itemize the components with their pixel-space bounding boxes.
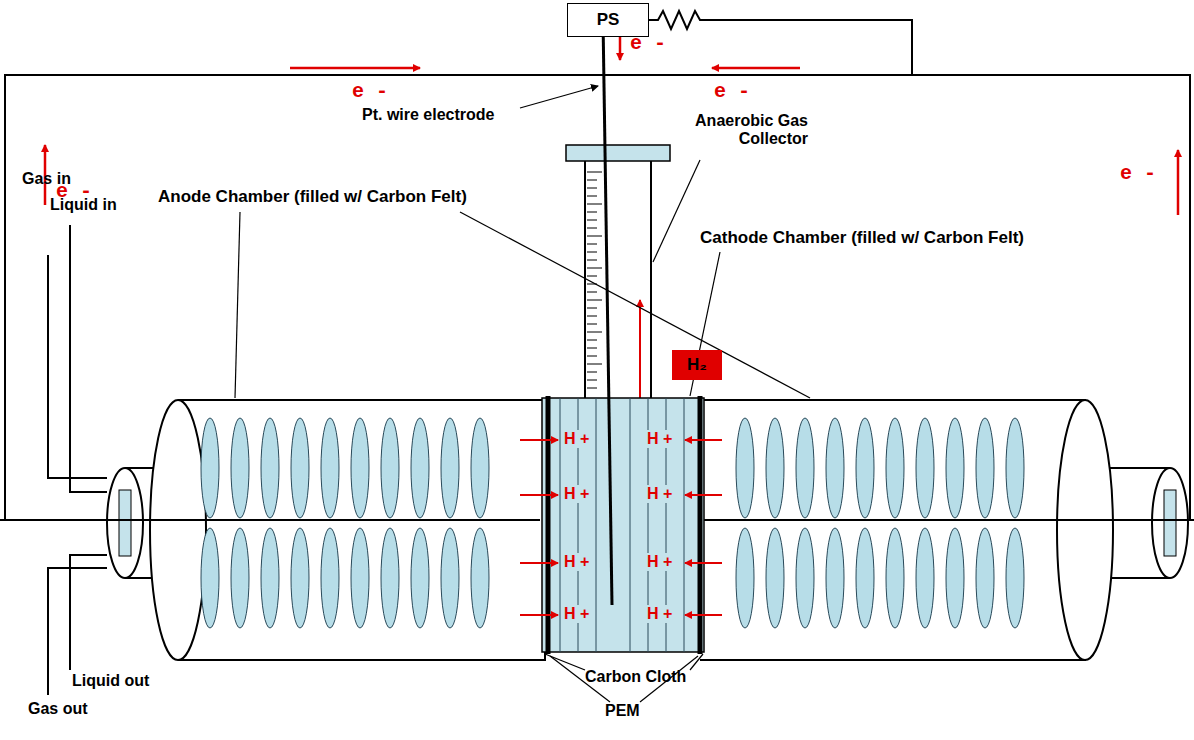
port-label: Gas in [22,170,71,188]
port-label: Gas out [28,700,88,718]
port-label: Liquid in [50,196,117,214]
proton-label: H + [645,605,674,623]
gas-collector [566,145,670,420]
proton-label: H + [562,553,591,571]
pipe [48,225,107,695]
part-label: PEM [605,702,640,720]
hydrogen-tag: H₂ [672,350,722,380]
proton-label: H + [562,485,591,503]
anode-chamber [700,400,1113,660]
proton-label: H + [562,430,591,448]
electron-label: e - [714,80,750,103]
part-label: Carbon Cloth [585,668,686,686]
anode-chamber [150,400,545,660]
part-label: Cathode Chamber (filled w/ Carbon Felt) [700,228,1024,248]
port-label: Liquid out [72,672,149,690]
proton-label: H + [562,605,591,623]
leader-line [235,86,810,702]
electron-label: e - [1120,162,1156,185]
electrode-rod [700,519,1194,521]
proton-label: H + [645,553,674,571]
cathode-chamber [542,396,704,654]
electrode-rod [0,519,540,521]
electron-label: e - [630,32,666,55]
part-label: Pt. wire electrode [362,106,495,124]
part-label: Anode Chamber (filled w/ Carbon Felt) [158,187,467,207]
proton-label: H + [645,430,674,448]
proton-arrow [520,440,722,615]
resistor-symbol [649,11,705,29]
part-label: Anaerobic Gas Collector [686,112,808,149]
proton-label: H + [645,485,674,503]
node-text: H₂ [687,355,707,375]
power-supply-box: PS [567,3,649,37]
electron-label: e - [352,80,388,103]
node-text: PS [597,10,620,30]
pt-wire [603,20,612,605]
